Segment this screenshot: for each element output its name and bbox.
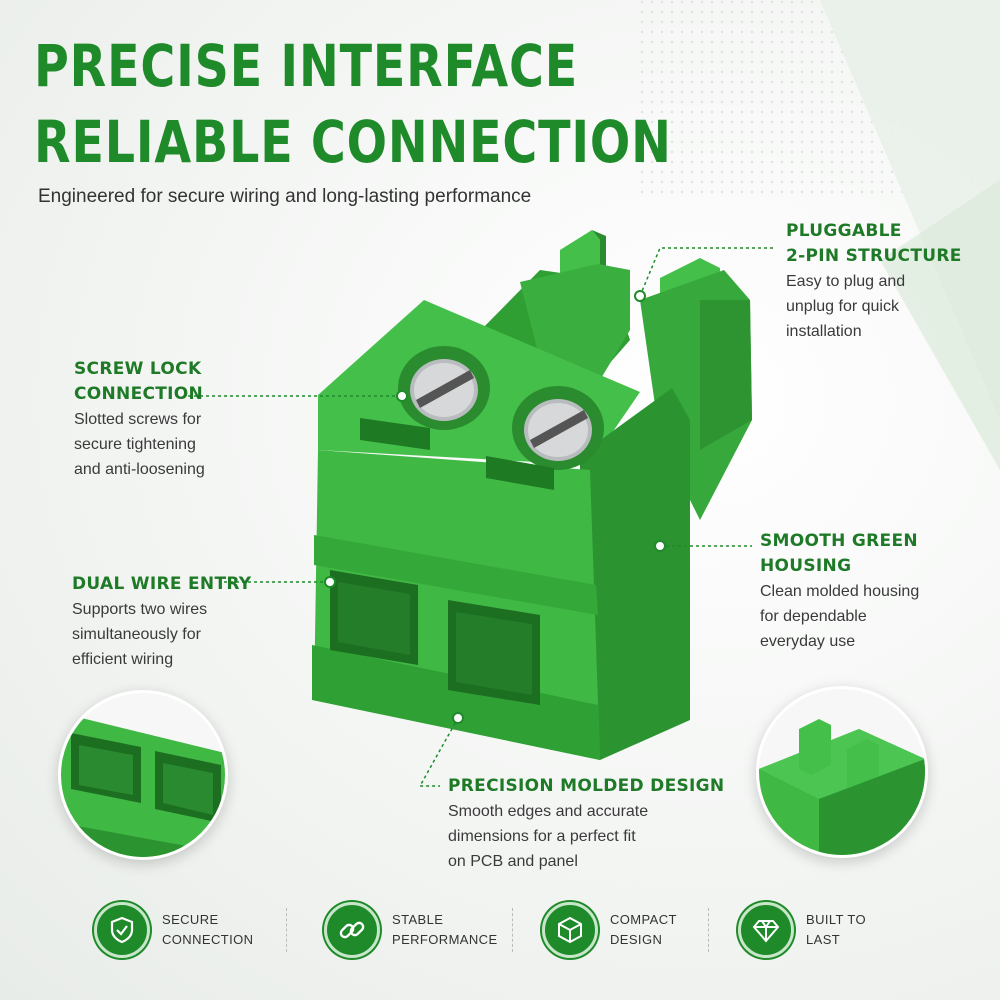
subtitle: Engineered for secure wiring and long-la… xyxy=(38,186,532,207)
inset-pluggable-tabs-closeup xyxy=(756,686,928,858)
callout-dual-wire-desc: Supports two wires simultaneously for ef… xyxy=(72,601,208,668)
feature-separator xyxy=(708,908,709,952)
callout-housing-desc: Clean molded housing for dependable ever… xyxy=(760,583,920,650)
callout-dual-wire: DUAL WIRE ENTRY Supports two wires simul… xyxy=(72,572,312,672)
headline: PRECISE INTERFACE RELIABLE CONNECTION xyxy=(34,28,672,180)
feature-secure-connection: SECURE CONNECTION xyxy=(94,890,253,970)
feature-stable-performance: STABLE PERFORMANCE xyxy=(324,890,498,970)
callout-pluggable: PLUGGABLE 2-PIN STRUCTURE Easy to plug a… xyxy=(786,219,986,344)
cube-icon xyxy=(542,902,598,958)
callout-precision: PRECISION MOLDED DESIGN Smooth edges and… xyxy=(448,774,728,874)
feature-row: SECURE CONNECTION STABLE PERFORMANCE COM… xyxy=(80,890,940,970)
housing-side xyxy=(580,388,690,760)
release-slot xyxy=(486,456,554,490)
callout-screw-lock-title: SCREW LOCK CONNECTION xyxy=(74,359,204,404)
callout-precision-title: PRECISION MOLDED DESIGN xyxy=(448,776,725,796)
leader-dots xyxy=(324,290,666,724)
chain-link-icon xyxy=(324,902,380,958)
feature-separator xyxy=(512,908,513,952)
headline-line-1: PRECISE INTERFACE xyxy=(34,32,579,100)
callout-housing: SMOOTH GREEN HOUSING Clean molded housin… xyxy=(760,529,980,654)
release-slot xyxy=(360,418,430,450)
screws xyxy=(398,346,604,470)
headline-line-2: RELIABLE CONNECTION xyxy=(34,108,672,176)
callout-pluggable-title: PLUGGABLE 2-PIN STRUCTURE xyxy=(786,221,962,266)
callout-screw-lock: SCREW LOCK CONNECTION Slotted screws for… xyxy=(74,357,314,482)
feature-compact-design-label: COMPACT DESIGN xyxy=(610,912,677,947)
inset-wire-entry-closeup xyxy=(58,690,228,860)
shield-check-icon xyxy=(94,902,150,958)
leader-lines xyxy=(188,247,776,787)
callout-housing-title: SMOOTH GREEN HOUSING xyxy=(760,531,918,576)
diamond-icon xyxy=(738,902,794,958)
feature-separator xyxy=(286,908,287,952)
feature-secure-connection-label: SECURE CONNECTION xyxy=(162,912,254,947)
feature-stable-performance-label: STABLE PERFORMANCE xyxy=(392,912,498,947)
feature-compact-design: COMPACT DESIGN xyxy=(542,890,677,970)
callout-dual-wire-title: DUAL WIRE ENTRY xyxy=(72,574,252,594)
callout-screw-lock-desc: Slotted screws for secure tightening and… xyxy=(74,411,205,478)
callout-precision-desc: Smooth edges and accurate dimensions for… xyxy=(448,803,649,870)
wire-entry-holes xyxy=(330,570,540,705)
callout-pluggable-desc: Easy to plug and unplug for quick instal… xyxy=(786,273,906,340)
feature-built-to-last: BUILT TO LAST xyxy=(738,890,866,970)
feature-built-to-last-label: BUILT TO LAST xyxy=(806,912,867,947)
